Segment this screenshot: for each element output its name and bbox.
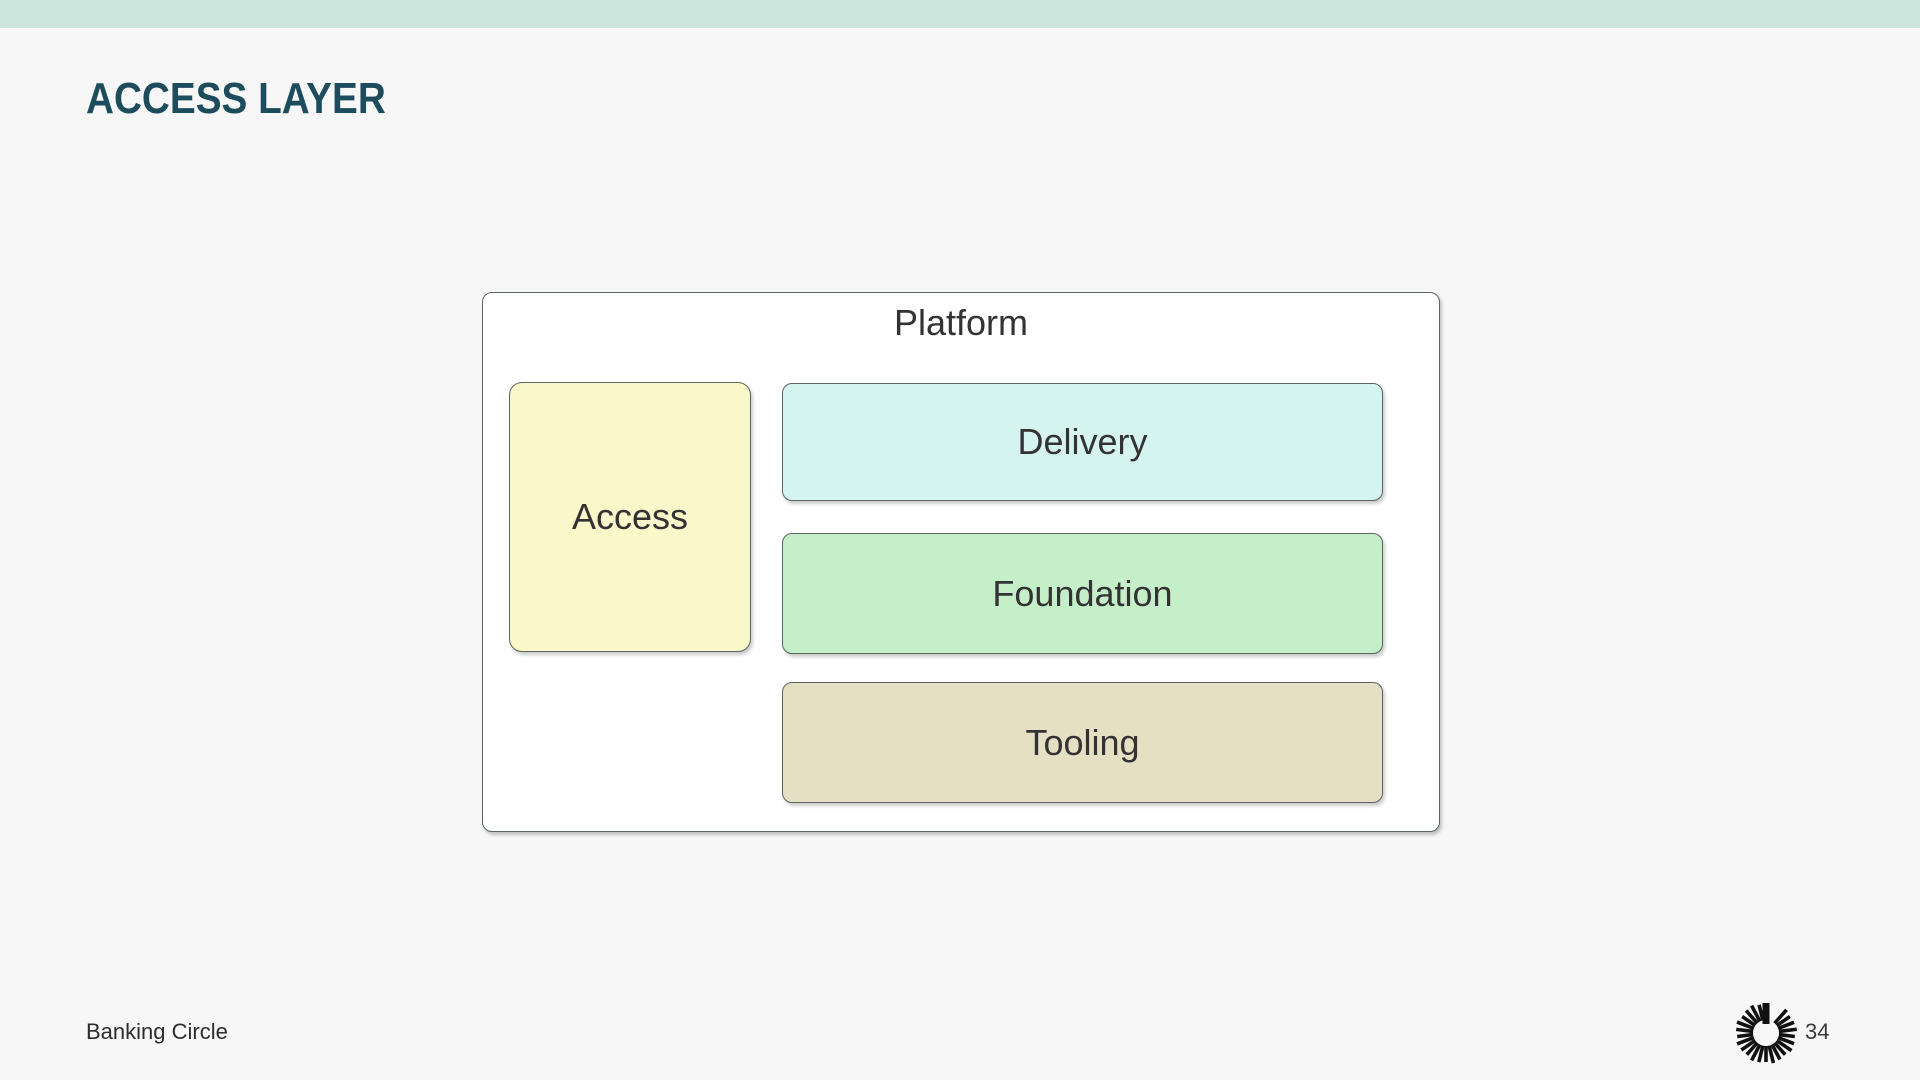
platform-container: Platform Access Delivery Foundation Tool… — [482, 292, 1440, 832]
page-number: 34 — [1805, 1019, 1830, 1044]
diagram-box-delivery: Delivery — [782, 383, 1383, 501]
banking-circle-sunburst-logo-icon — [1736, 1003, 1797, 1064]
diagram-box-tooling-label: Tooling — [1025, 721, 1140, 763]
top-accent-bar — [0, 0, 1920, 28]
footer-company-name: Banking Circle — [86, 1019, 228, 1044]
platform-container-label: Platform — [893, 302, 1029, 343]
diagram-box-foundation-label: Foundation — [992, 572, 1173, 614]
diagram-box-delivery-label: Delivery — [1017, 421, 1148, 462]
slide-title: ACCESS LAYER — [86, 74, 386, 123]
diagram-box-foundation: Foundation — [782, 533, 1383, 654]
diagram-box-access-label: Access — [571, 496, 689, 537]
diagram-box-access: Access — [509, 382, 751, 652]
diagram-box-tooling: Tooling — [782, 682, 1383, 803]
